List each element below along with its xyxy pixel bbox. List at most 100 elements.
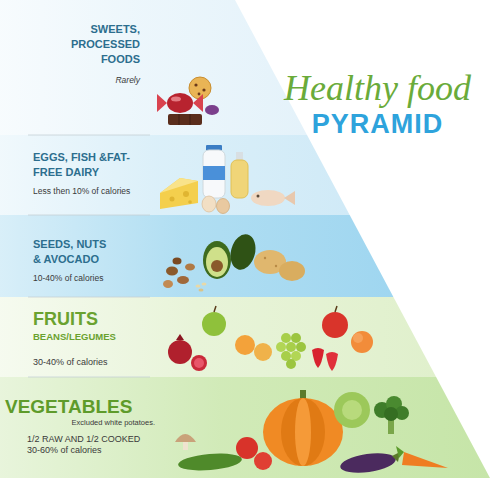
cookie (189, 77, 211, 99)
chocolate-bar (168, 114, 202, 125)
carrot (396, 446, 404, 458)
sweets-band: SWEETS, PROCESSED FOODS Rarely (40, 22, 140, 86)
calorie-share: 30-40% of calories (33, 357, 151, 368)
eggs (202, 196, 230, 214)
nuts (185, 264, 195, 271)
eggs (217, 199, 230, 214)
vegetables-band: VEGETABLESExcluded white potatoes. 1/2 RA… (5, 395, 155, 456)
grapes (276, 342, 286, 352)
nuts (166, 267, 178, 276)
potatoes (279, 261, 305, 281)
zucchini (177, 451, 242, 473)
nuts (173, 258, 182, 265)
wrapped-candy (171, 97, 181, 102)
pomegranate (168, 340, 192, 364)
pomegranate (191, 355, 207, 371)
avocado (227, 232, 259, 273)
pomegranate (194, 358, 204, 368)
cookie (202, 88, 205, 91)
pumpkin (281, 398, 325, 466)
nuts (177, 276, 189, 284)
apricots (235, 335, 255, 355)
band-separator (28, 297, 150, 298)
carrot (396, 446, 448, 468)
strawberries (326, 352, 338, 371)
pumpkin (295, 398, 311, 466)
pomegranate (176, 334, 184, 340)
milk-bottle (203, 145, 225, 198)
pumpkin (263, 390, 343, 466)
mushrooms (175, 434, 196, 450)
wrapped-candy (157, 94, 167, 112)
broccoli (384, 407, 398, 421)
band-subheading: BEANS/LEGUMES (33, 330, 151, 343)
peach (351, 331, 373, 353)
band-heading: VEGETABLES (5, 395, 155, 418)
red-apple (322, 312, 348, 338)
serving-note: 1/2 RAW AND 1/2 COOKED (27, 434, 155, 445)
red-apple (335, 306, 337, 312)
fish (251, 190, 285, 206)
green-apple (202, 306, 226, 336)
fish (257, 195, 260, 198)
protein-band: EGGS, FISH &FAT-FREE DAIRYLess then 10% … (33, 150, 148, 197)
pomegranate (168, 334, 207, 371)
seeds (196, 283, 207, 292)
chocolate-bar (179, 114, 180, 125)
calorie-share: 30-60% of calories (27, 445, 155, 456)
oil-bottle (231, 160, 248, 198)
pyramid-bands (0, 135, 350, 215)
candy (205, 105, 219, 115)
grapes (296, 342, 306, 352)
fish (251, 190, 295, 206)
chocolate-bar (190, 114, 191, 125)
peach (353, 333, 363, 343)
seeds (196, 285, 201, 288)
potatoes (275, 265, 277, 267)
strawberries (312, 348, 338, 371)
fats-band: SEEDS, NUTS & AVOCADO10-40% of calories (33, 237, 148, 284)
cookie (198, 93, 201, 96)
band-separator (28, 377, 150, 378)
oil-bottle (231, 152, 248, 198)
pyramid-bands (0, 297, 436, 377)
green-apple (214, 306, 216, 312)
cheese (160, 178, 198, 193)
milk-bottle (203, 166, 225, 180)
diagram-title: Healthy food PYRAMID (265, 68, 490, 140)
tomatoes (236, 437, 258, 459)
zucchini (177, 451, 242, 473)
grapes (286, 359, 296, 369)
cookie (189, 77, 211, 99)
pumpkin (263, 398, 343, 466)
cabbage (334, 392, 370, 428)
band-note: Rarely (40, 75, 140, 86)
cookie (194, 83, 197, 86)
grapes (291, 333, 301, 343)
grapes (276, 333, 306, 369)
band-heading: EGGS, FISH &FAT-FREE DAIRY (33, 150, 143, 180)
band-note: Excluded white potatoes. (5, 418, 155, 428)
fish (284, 191, 295, 205)
cheese (160, 178, 198, 209)
candy (205, 105, 219, 115)
chocolate-bar (168, 114, 202, 125)
pyramid-bands (0, 0, 490, 478)
nuts (163, 280, 173, 288)
cheese (160, 178, 198, 209)
apricots (235, 335, 272, 361)
seeds (199, 289, 204, 292)
strawberries (312, 348, 324, 368)
band-heading: SWEETS, PROCESSED FOODS (60, 22, 140, 67)
eggs (202, 196, 216, 212)
broccoli (374, 396, 409, 434)
carrot (402, 452, 448, 468)
avocado-half (203, 241, 231, 279)
band-separator (28, 135, 150, 377)
pyramid-bands (0, 377, 490, 478)
fruits-band: FRUITSBEANS/LEGUMES30-40% of calories (33, 308, 151, 368)
peach (351, 331, 373, 353)
avocado (227, 232, 259, 273)
